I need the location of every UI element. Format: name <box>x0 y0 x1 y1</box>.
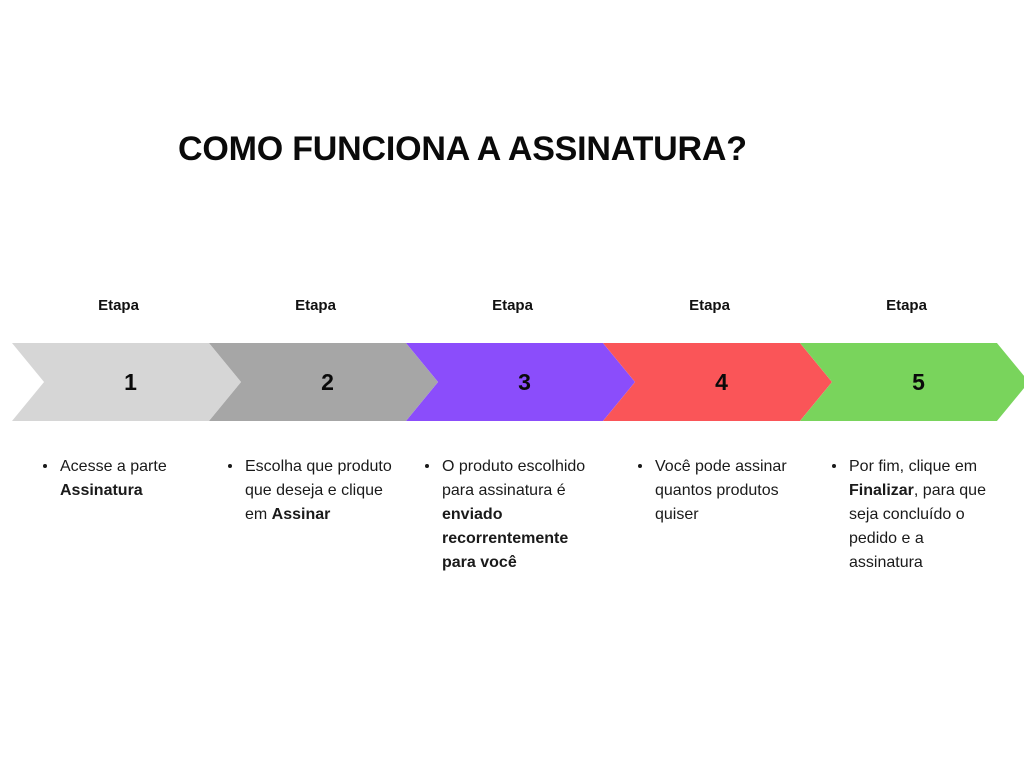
bullet-dot-icon <box>832 464 836 468</box>
description-text-2: Escolha que produto que deseja e clique … <box>245 458 392 523</box>
chevron-number-2: 2 <box>321 368 334 395</box>
list-item: Escolha que produto que deseja e clique … <box>228 455 396 527</box>
chevron-number-3: 3 <box>518 368 531 395</box>
description-text-1: Acesse a parte Assinatura <box>60 458 167 499</box>
step-label-2: Etapa <box>295 297 336 314</box>
page-title: COMO FUNCIONA A ASSINATURA? <box>178 130 747 168</box>
step-label-3: Etapa <box>492 297 533 314</box>
process-chevron-band: Etapa Etapa Etapa Etapa Etapa 1 2 3 4 5 <box>0 296 1024 436</box>
bullet-dot-icon <box>43 464 47 468</box>
chevron-row: 1 2 3 4 5 <box>0 343 1024 421</box>
list-item: O produto escolhido para assinatura é en… <box>425 455 603 575</box>
chevron-step-5[interactable]: 5 <box>800 343 1024 421</box>
list-item: Acesse a parte Assinatura <box>43 455 211 503</box>
chevron-number-4: 4 <box>715 368 728 395</box>
description-col-3: O produto escolhido para assinatura é en… <box>425 455 603 575</box>
chevron-step-3[interactable]: 3 <box>406 343 635 421</box>
description-col-2: Escolha que produto que deseja e clique … <box>228 455 396 527</box>
step-label-1: Etapa <box>98 297 139 314</box>
description-col-5: Por fim, clique em Finalizar, para que s… <box>832 455 992 575</box>
chevron-step-1[interactable]: 1 <box>12 343 241 421</box>
chevron-number-1: 1 <box>124 368 137 395</box>
chevron-step-4[interactable]: 4 <box>603 343 832 421</box>
list-item: Por fim, clique em Finalizar, para que s… <box>832 455 992 575</box>
bullet-dot-icon <box>228 464 232 468</box>
description-text-5: Por fim, clique em Finalizar, para que s… <box>849 458 986 571</box>
description-text-4: Você pode assinar quantos produtos quise… <box>655 458 787 523</box>
chevron-number-5: 5 <box>912 368 925 395</box>
step-label-4: Etapa <box>689 297 730 314</box>
description-col-1: Acesse a parte Assinatura <box>43 455 211 503</box>
description-text-3: O produto escolhido para assinatura é en… <box>442 458 586 571</box>
description-col-4: Você pode assinar quantos produtos quise… <box>638 455 808 527</box>
bullet-dot-icon <box>425 464 429 468</box>
list-item: Você pode assinar quantos produtos quise… <box>638 455 808 527</box>
bullet-dot-icon <box>638 464 642 468</box>
chevron-step-2[interactable]: 2 <box>209 343 438 421</box>
step-label-5: Etapa <box>886 297 927 314</box>
step-descriptions: Acesse a parte Assinatura Escolha que pr… <box>0 455 1024 635</box>
